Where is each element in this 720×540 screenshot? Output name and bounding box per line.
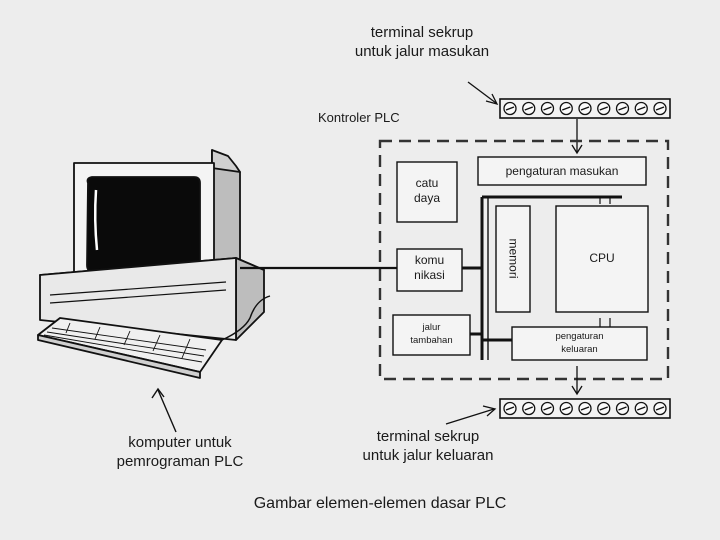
drive-slot [49, 281, 227, 296]
system-unit-side [235, 257, 265, 341]
communication-label-line: komu [414, 253, 445, 267]
drive-slot [49, 289, 227, 304]
input-signal-arrow [571, 119, 583, 155]
input-terminal-arrow [467, 81, 499, 106]
output-screw-slot [618, 406, 627, 411]
plc-controller-enclosure [378, 139, 670, 381]
output-control-label: pengaturan keluaran [512, 331, 647, 357]
input-terminal-label-line: terminal sekrup [370, 24, 474, 41]
power-supply-label: catu daya [397, 176, 457, 206]
output-terminal-block [499, 398, 671, 419]
computer-label-line: pemrograman PLC [116, 452, 244, 470]
output-control-box [511, 326, 648, 361]
keyboard-edge [37, 334, 201, 379]
output-screw-slot [580, 406, 590, 411]
figure-caption: Gambar elemen-elemen dasar PLC [253, 495, 507, 512]
input-screw-slot [655, 106, 665, 111]
output-screw-slot [599, 406, 608, 411]
output-signal-arrow [571, 366, 583, 396]
communication-label-line: nikasi [414, 268, 445, 282]
communication-box [396, 248, 463, 292]
controller-label: Kontroler PLC [318, 110, 400, 125]
output-terminal-label-line: untuk jalur keluaran [362, 446, 494, 464]
input-control-label: pengaturan masukan [505, 164, 619, 178]
output-screw-slot [655, 406, 665, 411]
monitor-screen [86, 176, 201, 273]
input-control-box [477, 156, 647, 186]
output-screw-slot [562, 406, 571, 411]
extension-box [392, 314, 471, 356]
input-screw-slot [505, 106, 515, 111]
input-screw-slot [524, 106, 533, 111]
monitor-back [211, 149, 241, 173]
input-screw-slot [543, 106, 552, 111]
output-terminal-label-line: terminal sekrup [376, 428, 480, 445]
computer-label-line: komputer untuk [128, 434, 232, 451]
input-screw-slot [637, 106, 646, 111]
input-terminal-block [499, 98, 671, 119]
input-terminal-label: terminal sekrup untuk jalur masukan [322, 24, 522, 62]
power-supply-box [396, 161, 458, 223]
output-screw-slot [524, 406, 533, 411]
extension-label-line: jalur [422, 322, 441, 333]
computer-illustration [37, 149, 271, 379]
output-terminal-label: terminal sekrup untuk jalur keluaran [318, 428, 538, 466]
input-screw-slot [562, 106, 571, 111]
output-screw-slot [505, 406, 515, 411]
computer-label-arrow [151, 387, 177, 433]
power-supply-label-line: catu [415, 176, 439, 190]
extension-label-line: tambahan [410, 334, 453, 346]
memory-box [495, 205, 531, 313]
output-terminal-arrow [445, 405, 497, 425]
output-control-label-line: keluaran [561, 343, 598, 355]
output-screw-slot [543, 406, 552, 411]
computer-label: komputer untuk pemrograman PLC [80, 434, 280, 472]
input-screw-slot [618, 106, 627, 111]
extension-label: jalur tambahan [393, 322, 470, 348]
cpu-label: CPU [589, 251, 615, 265]
communication-label: komu nikasi [397, 253, 462, 283]
system-unit-front [39, 257, 237, 341]
output-screw-slot [637, 406, 646, 411]
cpu-box [555, 205, 649, 313]
output-control-label-line: pengaturan [555, 331, 604, 342]
keyboard-cable [221, 295, 271, 341]
memory-label: memori [506, 238, 521, 279]
input-screw-slot [580, 106, 590, 111]
input-screw-slot [599, 106, 608, 111]
screen-glare [93, 189, 99, 251]
power-supply-label-line: daya [413, 191, 441, 205]
internal-bus [462, 195, 622, 360]
input-terminal-label-line: untuk jalur masukan [354, 42, 490, 60]
keyboard-keys [43, 322, 207, 363]
